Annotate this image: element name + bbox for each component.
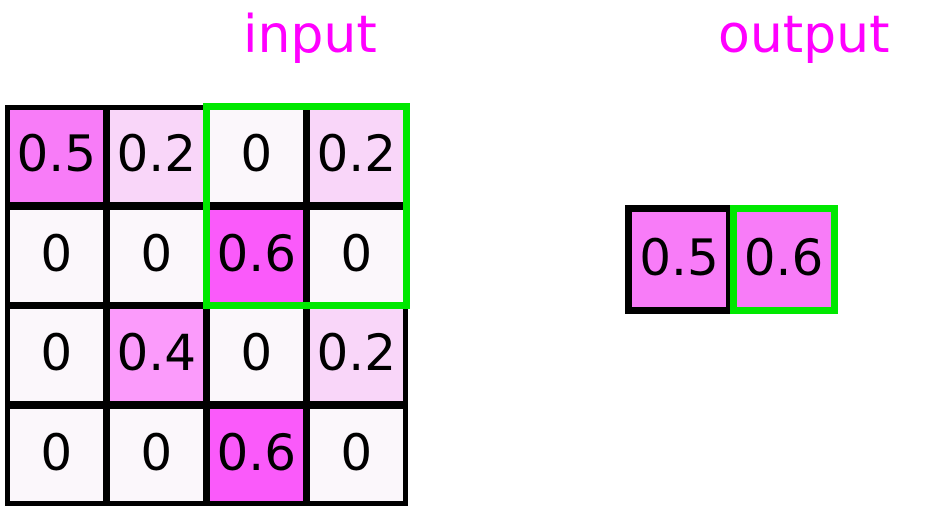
input-cell-r2-c4: 0 bbox=[305, 204, 408, 307]
input-cell-value: 0.6 bbox=[216, 423, 297, 482]
input-cell-r4-c3: 0.6 bbox=[205, 403, 308, 506]
input-cell-r2-c3: 0.6 bbox=[205, 204, 308, 307]
input-cell-r1-c3: 0 bbox=[205, 105, 308, 207]
input-cell-value: 0 bbox=[240, 125, 273, 183]
input-cell-r3-c2: 0.4 bbox=[105, 304, 208, 406]
input-cell-r4-c4: 0 bbox=[305, 403, 408, 506]
output-grid: 0.5 0.6 bbox=[625, 205, 838, 314]
input-cell-r3-c3: 0 bbox=[205, 304, 308, 406]
input-cell-value: 0.4 bbox=[116, 324, 197, 382]
output-cell-r1-c2: 0.6 bbox=[729, 205, 838, 314]
output-cell-value: 0.6 bbox=[743, 228, 824, 287]
input-cell-r2-c2: 0 bbox=[105, 204, 208, 307]
input-cell-value: 0 bbox=[140, 423, 173, 482]
input-cell-value: 0 bbox=[340, 224, 373, 283]
input-cell-r3-c4: 0.2 bbox=[305, 304, 408, 406]
input-cell-value: 0.6 bbox=[216, 224, 297, 283]
input-cell-r3-c1: 0 bbox=[5, 304, 108, 406]
output-cell-r1-c1: 0.5 bbox=[625, 205, 733, 314]
input-title: input bbox=[243, 5, 377, 65]
input-cell-r1-c2: 0.2 bbox=[105, 105, 208, 207]
input-cell-value: 0 bbox=[140, 224, 173, 283]
input-cell-r1-c1: 0.5 bbox=[5, 105, 108, 207]
output-cell-value: 0.5 bbox=[639, 228, 719, 287]
input-cell-value: 0.2 bbox=[316, 324, 397, 382]
output-title: output bbox=[718, 5, 890, 65]
input-cell-value: 0 bbox=[40, 423, 73, 482]
input-cell-value: 0 bbox=[240, 324, 273, 382]
input-cell-value: 0 bbox=[40, 324, 73, 382]
input-grid: 0.5 0.2 0 0.2 0 0 0.6 0 0 0.4 0 0.2 0 0 0.6 0 bbox=[5, 103, 415, 513]
input-cell-value: 0.5 bbox=[16, 125, 97, 183]
input-cell-value: 0 bbox=[340, 423, 373, 482]
input-cell-r1-c4: 0.2 bbox=[305, 105, 408, 207]
input-cell-r4-c1: 0 bbox=[5, 403, 108, 506]
input-cell-value: 0.2 bbox=[316, 125, 397, 183]
input-cell-r4-c2: 0 bbox=[105, 403, 208, 506]
input-cell-value: 0 bbox=[40, 224, 73, 283]
input-cell-value: 0.2 bbox=[116, 125, 197, 183]
input-cell-r2-c1: 0 bbox=[5, 204, 108, 307]
